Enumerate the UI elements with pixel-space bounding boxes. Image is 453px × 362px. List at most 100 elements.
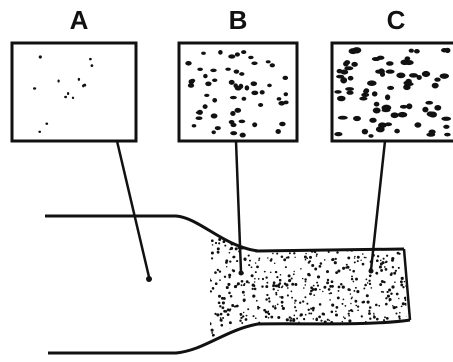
tube-dot (365, 278, 367, 280)
stipple-dot (234, 69, 240, 73)
tube-dot (212, 244, 214, 246)
tube-dot (251, 274, 254, 277)
tube-dot (282, 285, 284, 287)
tube-dot (272, 285, 274, 287)
tube-dot (353, 290, 355, 292)
tube-dot (317, 237, 320, 240)
tube-dot (262, 278, 264, 280)
tube-dot (246, 228, 249, 231)
tube-dot (357, 260, 359, 262)
tube-dot (386, 255, 388, 257)
tube-dot (296, 317, 298, 319)
tube-dot (258, 259, 260, 261)
tube-dot (270, 330, 272, 332)
tube-dot (268, 300, 270, 302)
tube-dot (362, 263, 365, 266)
tube-dot (294, 243, 297, 246)
tube-dot (386, 291, 388, 293)
tube-dot (301, 241, 302, 242)
stipple-dot (211, 130, 215, 134)
tube-dot (294, 302, 296, 304)
tube-dot (229, 308, 231, 310)
stipple-dot (374, 102, 380, 107)
tube-dot (274, 307, 277, 310)
tube-dot (350, 228, 353, 231)
tube-dot (336, 230, 338, 232)
tube-dot (369, 306, 372, 309)
stipple-dot (343, 61, 349, 66)
tube-dot (314, 238, 317, 241)
panel-label-b: B (229, 5, 248, 35)
tube-dot (405, 330, 407, 332)
tube-dot (252, 295, 255, 298)
tube-dot (244, 295, 245, 296)
tube-dot (261, 329, 263, 331)
tube-dot (291, 229, 294, 232)
tube-dot (343, 333, 345, 335)
tube-dot (249, 243, 251, 245)
tube-dot (355, 278, 358, 281)
tube-dot (342, 338, 344, 340)
tube-dot (361, 315, 363, 317)
tube-dot (220, 313, 223, 316)
tube-dot (338, 290, 340, 292)
stipple-dot (441, 117, 451, 121)
tube-dot (225, 261, 228, 264)
tube-dot (343, 299, 345, 301)
tube-dot (300, 268, 302, 270)
tube-dot (314, 268, 317, 271)
tube-dot (367, 234, 369, 236)
tube-dot (393, 272, 396, 275)
tube-dot (339, 325, 341, 327)
tube-dot (392, 305, 393, 306)
stipple-dot (245, 85, 250, 90)
tube-dot (380, 263, 383, 266)
tube-dot (394, 281, 396, 283)
tube-dot (364, 245, 366, 247)
stipple-dot (362, 129, 368, 135)
tube-dot (326, 270, 329, 273)
tube-dot (305, 314, 307, 316)
tube-dot (246, 239, 248, 241)
stipple-dot (361, 93, 369, 97)
tube-dot (284, 283, 287, 286)
tube-dot (266, 294, 268, 296)
tube-dot (404, 328, 406, 330)
tube-dot (293, 330, 295, 332)
tube-dot (329, 299, 331, 301)
tube-dot (398, 267, 400, 269)
tube-dot (260, 247, 263, 250)
tube-dot (262, 337, 265, 340)
tube-dot (254, 278, 256, 280)
stipple-dot (235, 108, 242, 113)
tube-dot (400, 325, 402, 327)
stipple-dot (394, 129, 400, 134)
tube-dot (396, 293, 399, 296)
tube-dot (293, 273, 295, 275)
tube-dot (228, 276, 230, 278)
tube-dot (348, 230, 351, 233)
tube-dot (270, 258, 272, 260)
tube-dot (222, 317, 224, 319)
tube-dot (329, 231, 332, 234)
tube-dot (243, 300, 245, 302)
stipple-dot (445, 48, 451, 53)
tube-dot (305, 281, 307, 283)
tube-dot (379, 265, 382, 268)
tube-dot (275, 271, 277, 273)
tube-dot (342, 227, 344, 229)
tube-dot (351, 275, 353, 277)
tube-dot (276, 229, 279, 232)
tube-dot (227, 313, 230, 316)
tube-dot (311, 264, 314, 267)
tube-dot (273, 331, 275, 333)
tube-dot (223, 229, 226, 232)
stipple-dot (91, 64, 94, 67)
tube-dot (291, 291, 293, 293)
tube-dot (378, 242, 380, 244)
tube-dot (342, 286, 345, 289)
tube-dot (256, 240, 259, 243)
stipple-dot (230, 131, 237, 135)
tube-dot (246, 315, 248, 317)
tube-dot (360, 333, 362, 335)
